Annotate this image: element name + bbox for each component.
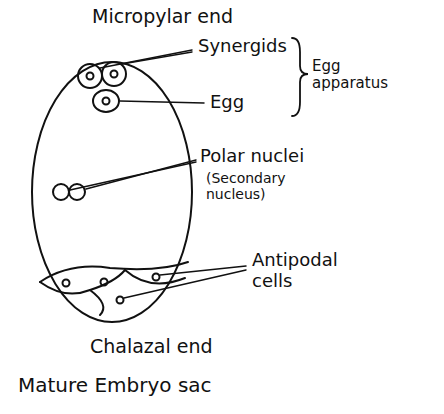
part-label: (Secondary nucleus) [206,170,316,202]
leader-line [100,50,192,68]
synergid-cell [78,64,102,88]
synergid-nucleus [87,73,94,80]
antipodal-wall [125,270,185,283]
part-label: Polar nuclei [200,146,350,167]
egg-cell [93,90,119,112]
polar-nucleus [53,184,69,200]
antipodal-nucleus [63,280,70,287]
diagram-caption: Mature Embryo sac [18,374,318,397]
polar-nucleus [69,184,85,200]
leader-line [120,101,204,103]
part-label: Synergids [198,36,298,57]
bracket [292,38,308,116]
part-label: Chalazal end [90,336,290,358]
part-label: Antipodal cells [252,250,356,291]
leader-line [70,162,196,190]
leader-line [124,270,246,298]
part-label: Egg apparatus [312,58,408,93]
antipodal-nucleus [153,274,160,281]
antipodal-wall [90,290,103,315]
antipodal-wall [40,270,125,294]
leader-line [122,52,192,64]
antipodal-nucleus [117,297,124,304]
antipodal-nucleus [101,279,108,286]
part-label: Egg [210,92,270,113]
embryo-sac-outline [32,62,192,322]
synergid-nucleus [111,71,118,78]
egg-nucleus [103,98,110,105]
part-label: Micropylar end [92,6,292,28]
